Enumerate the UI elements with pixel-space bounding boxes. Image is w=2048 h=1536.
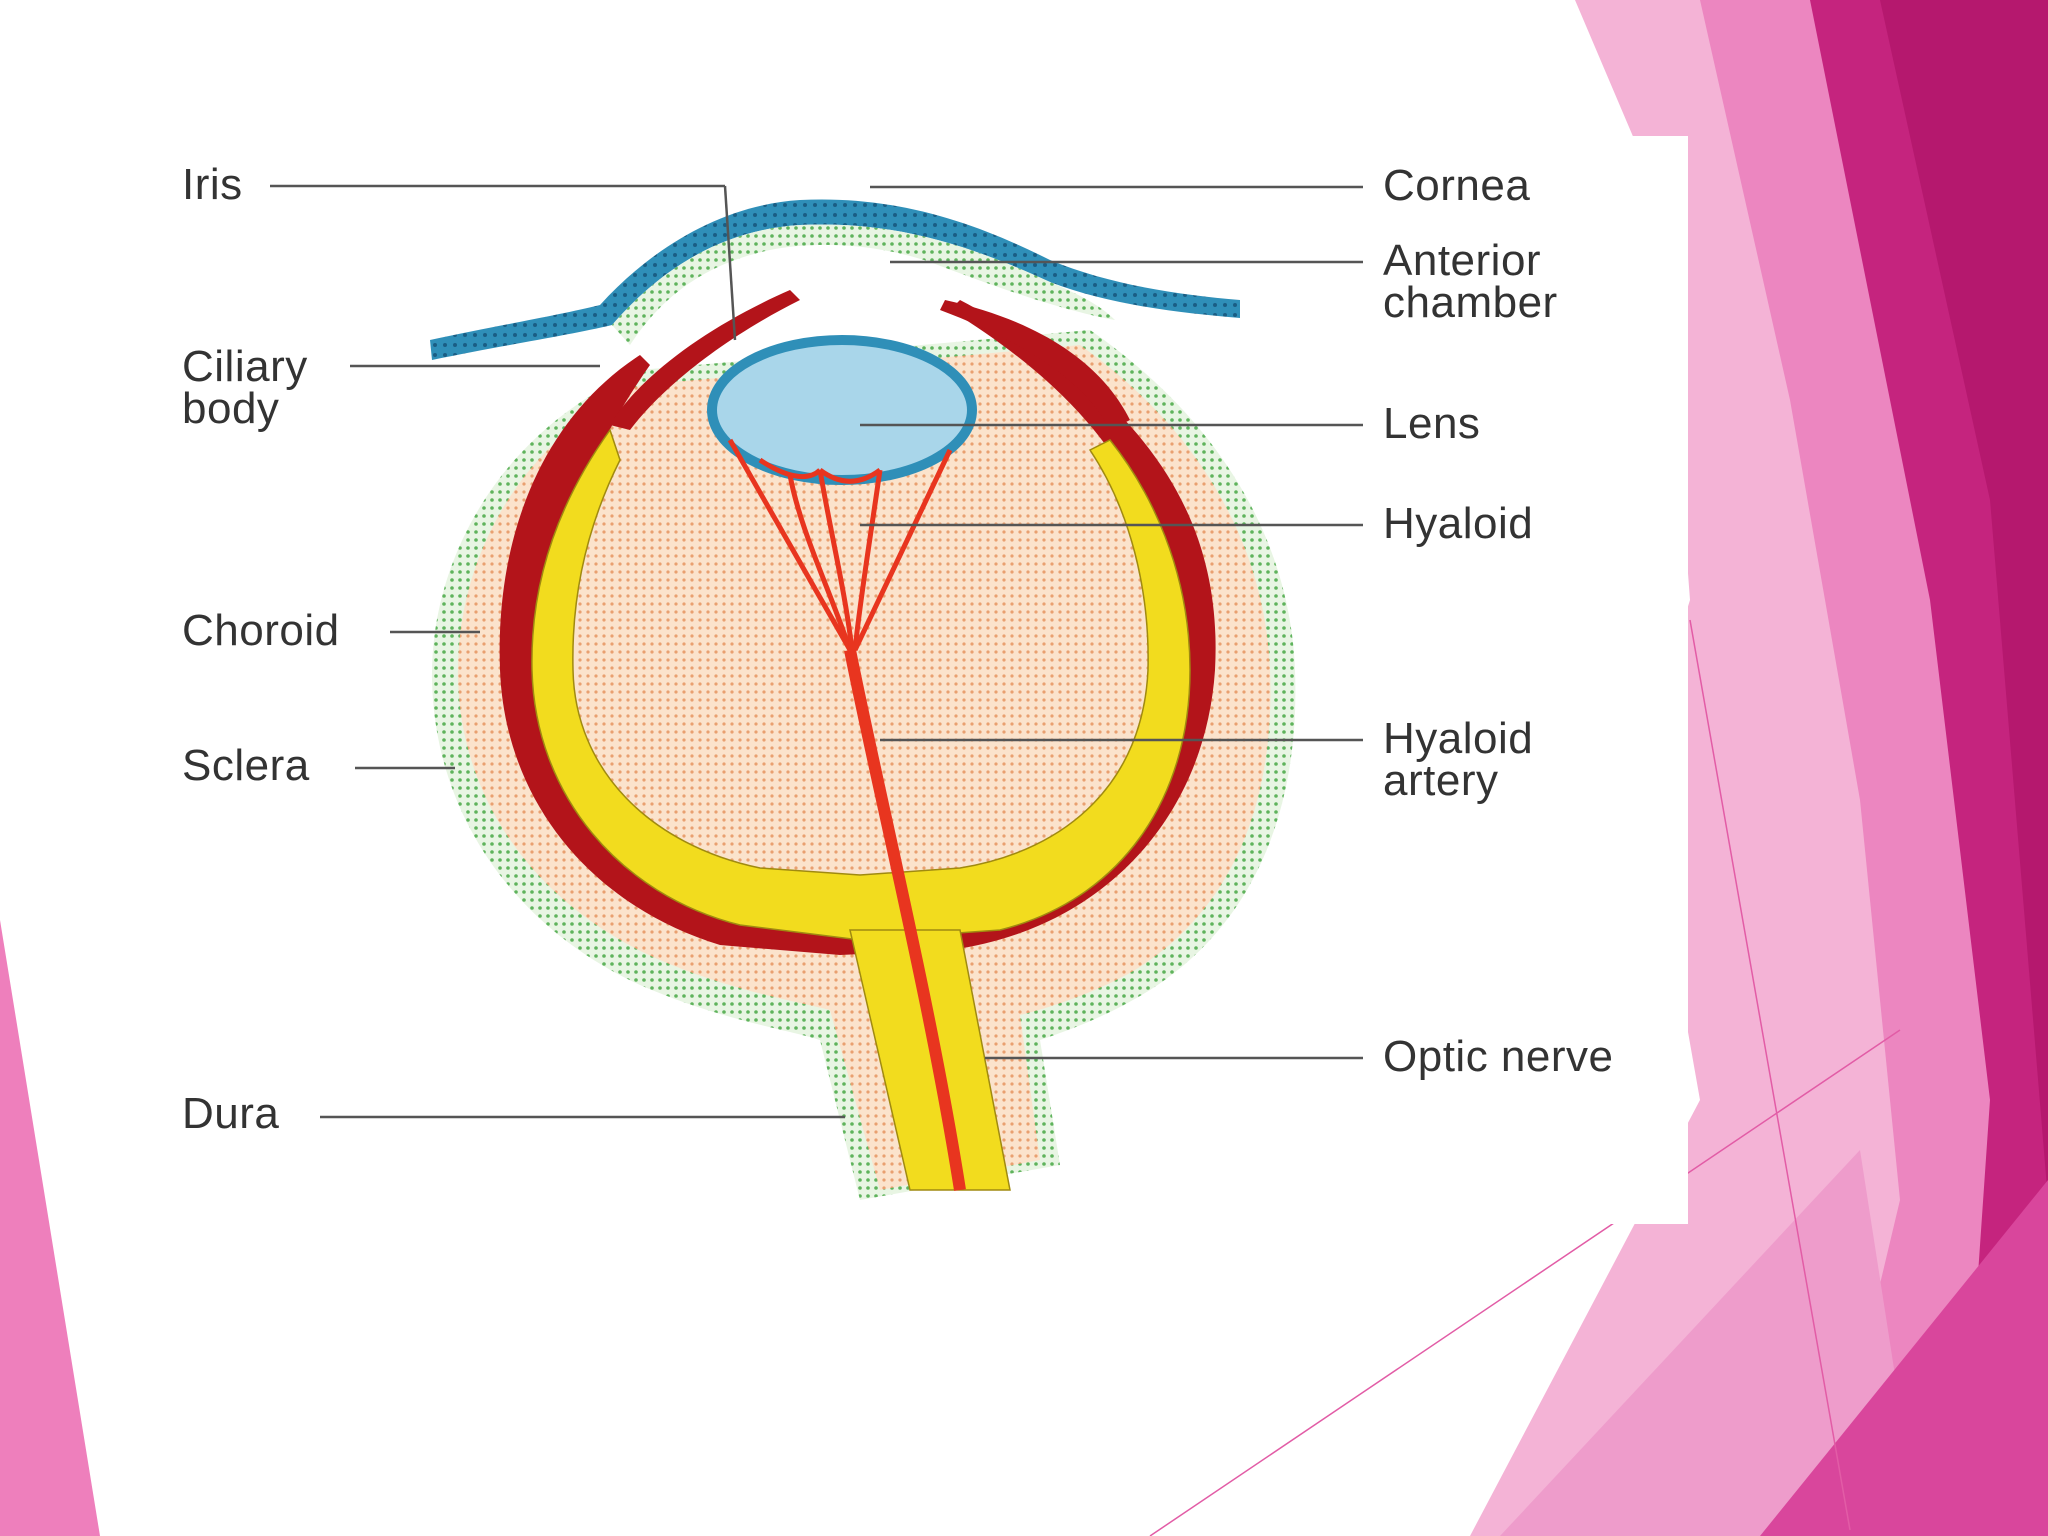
hyaloid-artery [844,648,966,1191]
label-ciliary-body: Ciliary body [182,342,308,433]
label-choroid: Choroid [182,606,340,655]
right-decor-lower2 [1760,1180,2048,1536]
right-decor-darkest [1880,0,2048,1536]
leader-lines [270,184,1363,1119]
right-decor-lower [1500,1150,1920,1536]
label-iris: Iris [182,160,243,209]
label-hyaloid: Hyaloid [1383,499,1534,548]
sclera-layer [457,345,1271,1190]
cornea-layer [430,199,1240,360]
hyaloid-vessels [727,438,953,652]
left-decor-strip [0,920,100,1536]
label-sclera: Sclera [182,741,310,790]
label-optic-nerve: Optic nerve [1383,1032,1614,1081]
label-cornea: Cornea [1383,161,1531,210]
optic-nerve [849,929,1011,1191]
label-hyaloid-artery: Hyaloid artery [1383,714,1534,805]
label-anterior-chamber: Anterior chamber [1383,236,1558,327]
lens [707,335,977,485]
retina-layer [531,428,1191,941]
label-lens: Lens [1383,399,1481,448]
iris-left [610,290,800,430]
label-dura: Dura [182,1089,280,1138]
iris-right [940,300,1130,430]
